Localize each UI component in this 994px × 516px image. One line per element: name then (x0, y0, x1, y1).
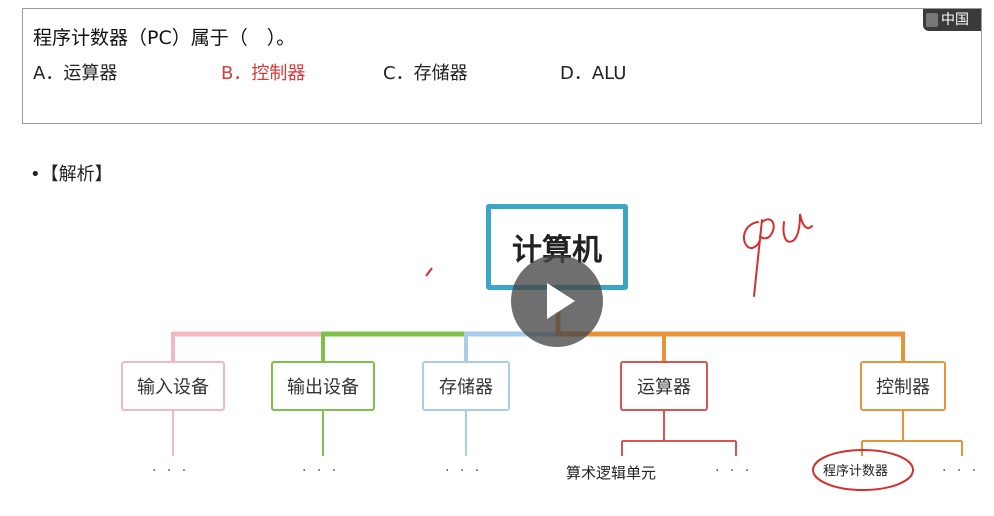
analysis-heading: •【解析】 (30, 164, 113, 185)
handwritten-circle (812, 449, 914, 491)
leaf-program-counter: 程序计数器 (823, 464, 889, 479)
node-input-device: 输入设备 (121, 361, 225, 411)
play-icon (547, 283, 575, 319)
node-output-device: 输出设备 (271, 361, 375, 411)
node-alu: 运算器 (620, 361, 708, 411)
ellipsis-memory: · · · (445, 463, 483, 479)
node-control-unit: 控制器 (860, 361, 946, 411)
option-b-correct: B．控制器 (221, 63, 306, 84)
node-memory: 存储器 (422, 361, 510, 411)
corner-logo: 中国 (923, 9, 981, 31)
question-stem: 程序计数器（PC）属于（ ）。 (33, 27, 296, 49)
corner-logo-text: 中国 (941, 12, 969, 28)
option-c: C．存储器 (383, 63, 468, 84)
ellipsis-alu: · · · (715, 463, 753, 479)
question-box: 程序计数器（PC）属于（ ）。 A．运算器 B．控制器 C．存储器 D．ALU … (22, 8, 982, 124)
handwritten-cpu (742, 213, 813, 297)
ellipsis-control: · · · (942, 463, 980, 479)
pen-mark (425, 267, 433, 277)
video-play-button[interactable] (511, 255, 603, 347)
option-a: A．运算器 (33, 63, 118, 84)
leaf-arithmetic-logic-unit: 算术逻辑单元 (566, 464, 657, 482)
book-icon (926, 13, 938, 27)
ellipsis-input: · · · (152, 463, 190, 479)
option-d: D．ALU (560, 63, 627, 84)
ellipsis-output: · · · (302, 463, 340, 479)
